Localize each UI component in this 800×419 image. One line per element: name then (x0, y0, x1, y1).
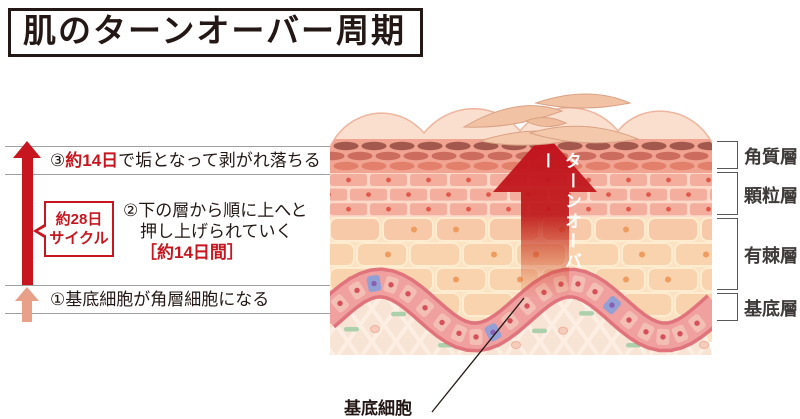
cycle-duration-badge: 約28日 サイクル (33, 201, 114, 257)
basal-cell-label: 基底細胞 (344, 399, 412, 418)
step-1-text: ①基底細胞が角層細胞になる (50, 290, 270, 309)
label-basal-layer: 基底層 (744, 299, 798, 319)
skin-flakes (462, 93, 640, 146)
turnover-arrow-icon (493, 133, 597, 297)
cycle-up-arrow-icon (13, 141, 41, 158)
step-3-description: で垢となって剥がれ落ちる (118, 151, 321, 170)
step-3-text: ③約14日で垢となって剥がれ落ちる (50, 150, 321, 171)
step-3-duration: 約14日 (65, 151, 119, 170)
bracket-stratum-corneum (717, 141, 738, 169)
label-stratum-corneum: 角質層 (744, 147, 798, 167)
page-title: 肌のターンオーバー周期 (8, 8, 424, 57)
bracket-spinous-layer (717, 218, 738, 290)
step-2-duration: ［約14日間］ (140, 243, 244, 262)
step-2-text: ②下の層から順に上へと 押し上げられていく ［約14日間］ (123, 200, 307, 263)
skin-surface-outline (330, 107, 712, 148)
turnover-arrow-label: ターンオーバー (537, 152, 581, 272)
step-2-line1: ②下の層から順に上へと (123, 201, 308, 220)
start-up-arrow-icon (15, 287, 39, 301)
skin-illustration (330, 93, 712, 355)
cycle-word: サイクル (49, 230, 109, 247)
cycle-up-arrow-shaft (22, 156, 33, 285)
label-granular-layer: 顆粒層 (744, 186, 798, 206)
divider-line (5, 313, 330, 314)
bracket-granular-layer (717, 172, 738, 215)
basal-cell-pointer-line (431, 297, 525, 413)
bubble-tail-icon (38, 226, 47, 236)
divider-line (5, 174, 330, 175)
start-up-arrow-shaft (22, 300, 32, 322)
cycle-days: 約28日 (55, 210, 103, 228)
step-3-number: ③ (50, 151, 66, 170)
label-spinous-layer: 有棘層 (744, 246, 798, 266)
bracket-basal-layer (717, 293, 738, 321)
divider-line (5, 285, 330, 286)
divider-line (5, 146, 330, 147)
step-2-line2: 押し上げられていく (140, 222, 293, 241)
